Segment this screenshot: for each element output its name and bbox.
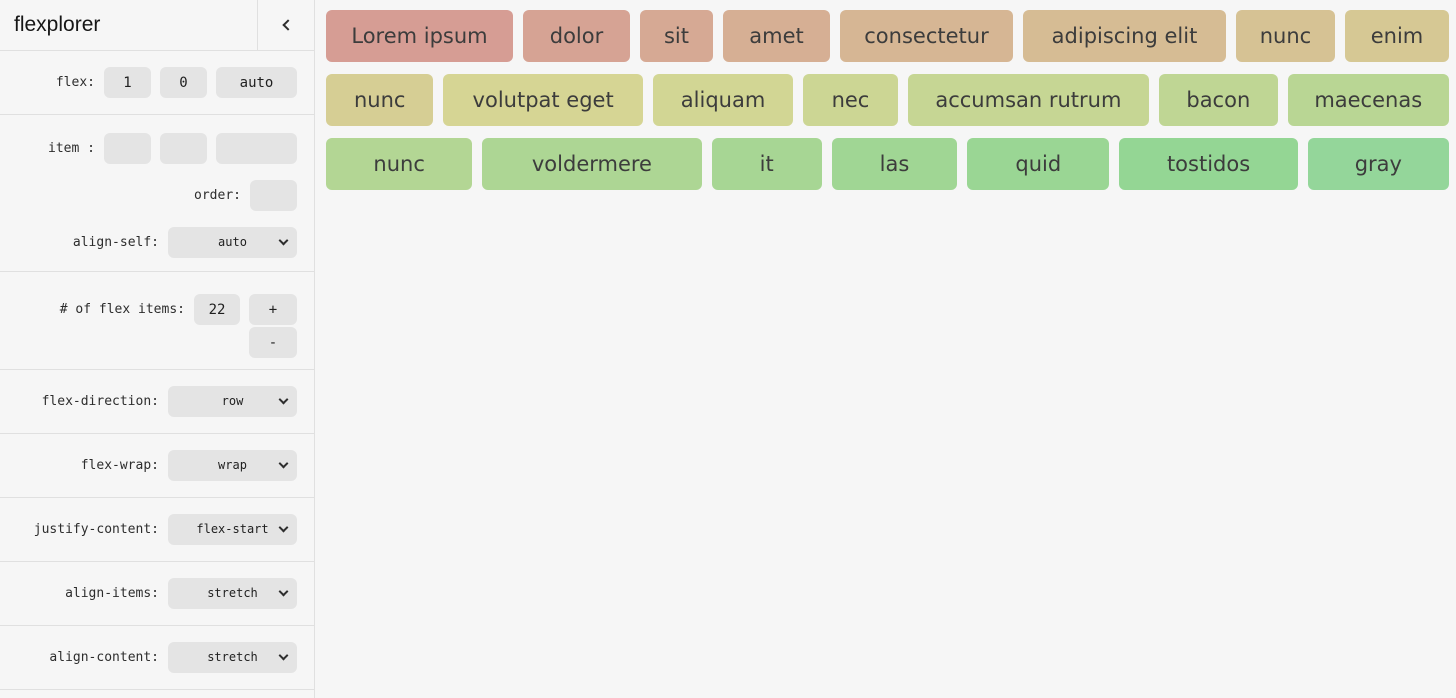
flex-basis-input[interactable] — [216, 67, 297, 98]
align-self-select-value: auto — [218, 235, 247, 249]
item-count-input[interactable] — [194, 294, 240, 325]
flex-item: accumsan rutrum — [907, 74, 1150, 126]
order-input[interactable] — [250, 180, 297, 211]
flex-item: nunc — [326, 138, 473, 190]
flex-shorthand-group: flex: — [0, 51, 314, 115]
item-overrides-group: item : order: align-self: auto — [0, 115, 314, 272]
align-items-label: align-items: — [65, 586, 159, 601]
justify-content-select[interactable]: flex-start — [168, 514, 297, 545]
justify-content-label: justify-content: — [33, 522, 159, 537]
flex-grow-input[interactable] — [104, 67, 151, 98]
align-items-group: align-items: stretch — [0, 562, 314, 626]
item-count-buttons: + - — [249, 294, 297, 358]
align-items-select-value: stretch — [207, 586, 258, 600]
flex-item: amet — [723, 10, 830, 62]
flex-direction-select-value: row — [221, 394, 244, 408]
chevron-left-icon — [281, 19, 294, 31]
justify-content-row: justify-content: flex-start — [34, 514, 297, 545]
flex-item: dolor — [523, 10, 630, 62]
flex-item: las — [831, 138, 958, 190]
flex-item: nec — [803, 74, 898, 126]
align-content-select-value: stretch — [207, 650, 258, 664]
decrement-items-button[interactable]: - — [249, 327, 297, 358]
item-count-group: # of flex items: + - — [0, 272, 314, 370]
align-self-label: align-self: — [72, 235, 159, 250]
flex-item: volutpat eget — [443, 74, 643, 126]
order-label: order: — [194, 188, 241, 203]
flex-wrap-row: flex-wrap: wrap — [81, 450, 297, 481]
item-count-label: # of flex items: — [59, 302, 185, 317]
flex-wrap-group: flex-wrap: wrap — [0, 434, 314, 498]
flex-item: voldermere — [482, 138, 702, 190]
justify-content-group: justify-content: flex-start — [0, 498, 314, 562]
justify-content-select-value: flex-start — [196, 522, 269, 536]
flex-item: Lorem ipsum — [326, 10, 513, 62]
item-flex-grow-input[interactable] — [104, 133, 151, 164]
item-count-row: # of flex items: + - — [60, 294, 297, 358]
flex-direction-group: flex-direction: row — [0, 370, 314, 434]
flex-item: consectetur — [840, 10, 1013, 62]
flex-item: quid — [967, 138, 1110, 190]
flex-label: flex: — [55, 75, 95, 90]
align-self-row: align-self: auto — [73, 227, 297, 258]
flex-item: nunc — [1236, 10, 1335, 62]
item-flex-row: item : — [48, 133, 297, 164]
align-content-group: align-content: stretch — [0, 626, 314, 690]
align-content-select[interactable]: stretch — [168, 642, 297, 673]
align-items-select[interactable]: stretch — [168, 578, 297, 609]
flex-wrap-label: flex-wrap: — [80, 458, 159, 473]
collapse-sidebar-button[interactable] — [257, 0, 314, 50]
item-label: item : — [48, 141, 95, 156]
sidebar: flexplorer flex: item : order: align-sel… — [0, 0, 315, 698]
flex-direction-select[interactable]: row — [168, 386, 297, 417]
flex-wrap-select[interactable]: wrap — [168, 450, 297, 481]
flex-item: gray — [1307, 138, 1449, 190]
flex-shorthand-row: flex: — [56, 67, 297, 98]
flex-item: sit — [640, 10, 713, 62]
title-cell: flexplorer — [0, 0, 257, 50]
flex-item: bacon — [1159, 74, 1278, 126]
item-flex-shrink-input[interactable] — [160, 133, 207, 164]
align-content-label: align-content: — [49, 650, 159, 665]
flex-item: adipiscing elit — [1023, 10, 1226, 62]
item-flex-basis-input[interactable] — [216, 133, 297, 164]
flex-direction-row: flex-direction: row — [42, 386, 297, 417]
flex-wrap-select-value: wrap — [218, 458, 247, 472]
app-title: flexplorer — [14, 13, 101, 36]
flex-shrink-input[interactable] — [160, 67, 207, 98]
flex-item: aliquam — [652, 74, 794, 126]
increment-items-button[interactable]: + — [249, 294, 297, 325]
flex-item: tostidos — [1119, 138, 1298, 190]
order-row: order: — [194, 180, 297, 211]
flex-item: maecenas — [1287, 74, 1449, 126]
align-items-row: align-items: stretch — [65, 578, 297, 609]
flex-item: enim — [1345, 10, 1449, 62]
flex-item: nunc — [326, 74, 434, 126]
flex-direction-label: flex-direction: — [41, 394, 159, 409]
align-self-select[interactable]: auto — [168, 227, 297, 258]
flex-item: it — [711, 138, 822, 190]
align-content-row: align-content: stretch — [49, 642, 297, 673]
sidebar-header: flexplorer — [0, 0, 314, 51]
